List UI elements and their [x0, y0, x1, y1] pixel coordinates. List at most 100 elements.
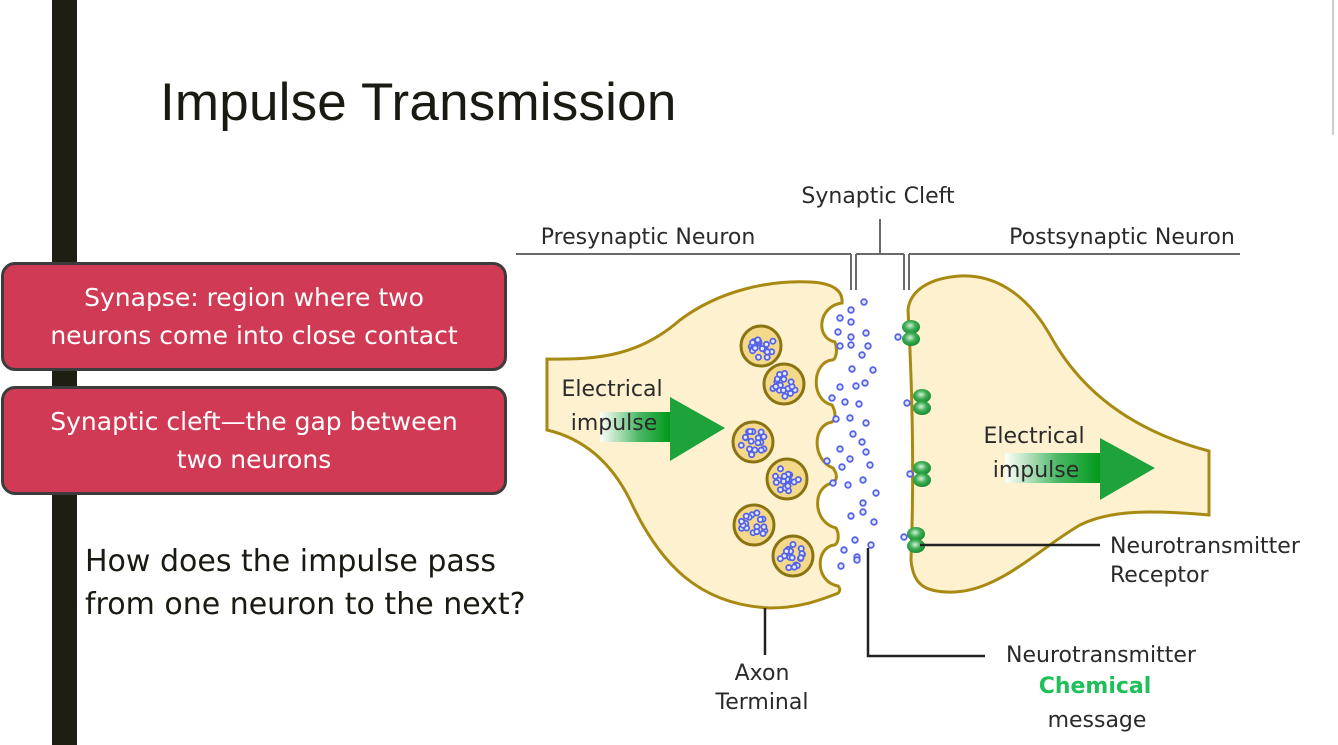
neurotransmitter-molecule — [848, 365, 856, 373]
neurotransmitter-molecule — [894, 333, 902, 341]
neurotransmitter-dot — [776, 486, 784, 494]
neurotransmitter-molecule — [834, 328, 842, 336]
neurotransmitter-dot — [747, 437, 755, 445]
neurotransmitter-molecules — [823, 298, 914, 570]
neurotransmitter-dot — [788, 554, 796, 562]
postsynaptic-impulse-arrow — [1005, 438, 1155, 500]
neurotransmitter-molecule — [836, 383, 844, 391]
neurotransmitter-molecule — [847, 341, 855, 349]
neurotransmitter-dot — [746, 445, 754, 453]
synaptic-vesicles — [731, 324, 815, 578]
window-edge-divider — [1332, 0, 1334, 135]
post-impulse-label-1: Electrical — [983, 424, 1084, 449]
synaptic-vesicle — [732, 503, 776, 547]
neurotransmitter-molecule — [859, 508, 867, 516]
synaptic-vesicle — [731, 420, 775, 464]
neurotransmitter-dot — [754, 439, 762, 447]
receptor-subunit — [913, 473, 931, 487]
receptor-subunit — [907, 539, 925, 553]
arrow-shaft — [600, 412, 670, 442]
neurotransmitter-dot — [754, 336, 762, 344]
receptor-subunit — [913, 389, 931, 403]
synapse-definition-callout: Synapse: region where two neurons come i… — [1, 262, 507, 371]
neurotransmitter-molecule — [836, 342, 844, 350]
pre-impulse-label-1: Electrical — [561, 377, 662, 402]
axon-terminal-label-1: Axon — [735, 661, 790, 686]
neurotransmitter-molecule — [836, 445, 844, 453]
neurotransmitter-receptors — [902, 320, 931, 553]
neurotransmitter-molecule — [903, 399, 911, 407]
neurotransmitter-molecule — [862, 419, 870, 427]
synaptic-cleft-definition-text: Synaptic cleft—the gap between two neuro… — [50, 406, 458, 474]
neurotransmitter-dot — [753, 528, 761, 536]
neurotransmitter-molecule — [900, 533, 908, 541]
neurotransmitter-molecule — [869, 366, 877, 374]
neurotransmitter-molecule — [849, 430, 857, 438]
synaptic-cleft-label: Synaptic Cleft — [801, 184, 955, 209]
neurotransmitter-molecule — [862, 448, 870, 456]
neurotransmitter-molecule — [838, 463, 846, 471]
neurotransmitter-dot — [763, 353, 771, 361]
neurotransmitter-dot — [737, 441, 745, 449]
neurotransmitter-dot — [758, 345, 766, 353]
arrow-shaft — [1005, 453, 1100, 483]
neurotransmitter-molecule — [840, 546, 848, 554]
receptor-subunit — [902, 332, 920, 346]
neurotransmitter-molecule — [866, 461, 874, 469]
neurotransmitter-molecule — [841, 398, 849, 406]
neurotransmitter-molecule — [823, 457, 831, 465]
neurotransmitter-dot — [753, 509, 761, 517]
neurotransmitter-dot — [797, 554, 805, 562]
receptor-label-2: Receptor — [1110, 563, 1210, 588]
neurotransmitter-dot — [779, 386, 787, 394]
synaptic-vesicle — [771, 534, 815, 578]
presynaptic-neuron-label: Presynaptic Neuron — [541, 225, 756, 250]
neurotransmitter-molecule — [860, 298, 868, 306]
neurotransmitter-molecule — [829, 479, 837, 487]
neurotransmitter-dot — [789, 541, 797, 549]
neurotransmitter-molecule — [853, 556, 861, 564]
neurotransmitter-molecule — [906, 470, 914, 478]
neurotransmitter-dot — [785, 564, 793, 572]
neurotransmitter-dot — [741, 433, 749, 441]
receptor-subunit — [913, 461, 931, 475]
neurotransmitter-dot — [749, 339, 757, 347]
slide-accent-bar — [52, 0, 77, 745]
neurotransmitter-molecule — [864, 342, 872, 350]
neurotransmitter-dot — [780, 375, 788, 383]
neurotransmitter-molecule — [852, 382, 860, 390]
receptor-subunit — [913, 401, 931, 415]
neurotransmitter-label: Neurotransmitter — [1006, 643, 1197, 668]
receptor-label-1: Neurotransmitter — [1110, 534, 1301, 559]
neurotransmitter-molecule — [847, 306, 855, 314]
neurotransmitter-molecule — [851, 536, 859, 544]
neurotransmitter-dot — [757, 446, 765, 454]
axon-terminal-label-2: Terminal — [715, 690, 809, 715]
arrow-head — [1100, 438, 1155, 500]
neurotransmitter-molecule — [847, 333, 855, 341]
neurotransmitter-dot — [759, 530, 767, 538]
neurotransmitter-dot — [746, 427, 754, 435]
neurotransmitter-molecule — [859, 476, 867, 484]
post-impulse-label-2: impulse — [993, 458, 1080, 483]
neurotransmitter-dot — [738, 517, 746, 525]
neurotransmitter-dot — [776, 555, 784, 563]
vesicle-membrane — [762, 362, 806, 406]
neurotransmitter-dot — [748, 451, 756, 459]
pre-impulse-label-2: impulse — [571, 411, 658, 436]
neurotransmitter-molecule — [837, 562, 845, 570]
synaptic-cleft-definition-callout: Synaptic cleft—the gap between two neuro… — [1, 386, 507, 495]
neurotransmitter-dot — [787, 378, 795, 386]
neurotransmitter-molecule — [828, 394, 836, 402]
neurotransmitter-molecule — [858, 438, 866, 446]
arrow-head — [670, 397, 725, 461]
neurotransmitter-molecule — [846, 414, 854, 422]
neurotransmitter-molecule — [867, 541, 875, 549]
receptor-protein — [913, 461, 931, 487]
neurotransmitter-molecule — [870, 518, 878, 526]
neurotransmitter-molecule — [846, 455, 854, 463]
neurotransmitter-molecule — [861, 379, 869, 387]
neurotransmitter-molecule — [859, 499, 867, 507]
receptor-protein — [907, 527, 925, 553]
neurotransmitter-dot — [762, 340, 770, 348]
